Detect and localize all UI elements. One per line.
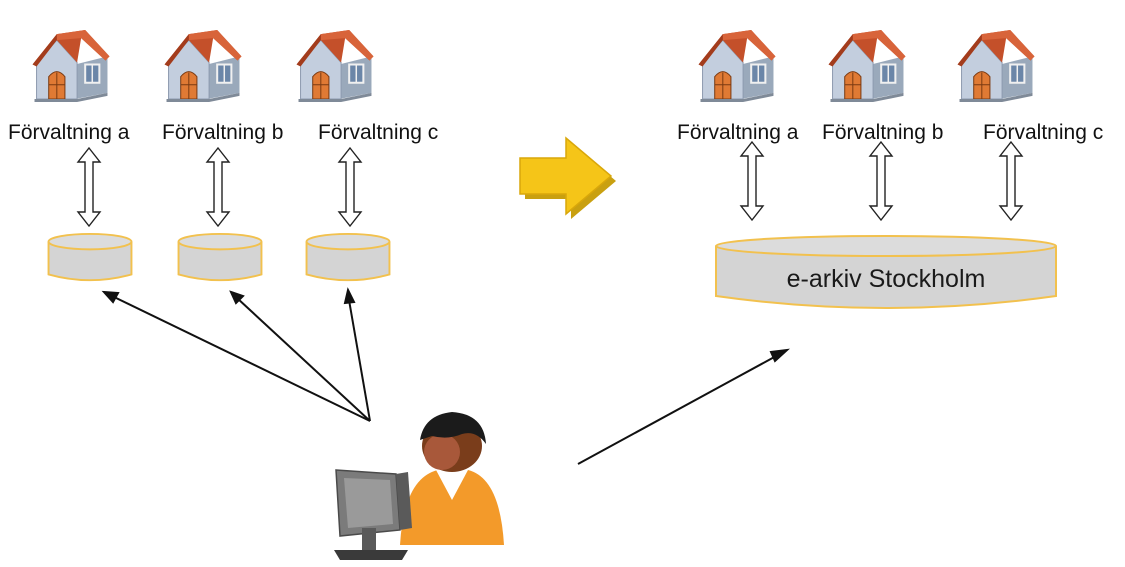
right-unit-label-a: Förvaltning a <box>677 121 799 144</box>
left-house-a <box>31 29 111 102</box>
left-double-arrow-a <box>77 147 101 227</box>
right-double-arrow-c <box>999 141 1023 221</box>
user-to-db-arrows <box>101 287 371 422</box>
archive-label: e-arkiv Stockholm <box>786 265 986 293</box>
left-double-arrow-c <box>338 147 362 227</box>
right-double-arrow-a <box>740 141 764 221</box>
left-house-c <box>295 29 375 102</box>
left-unit-label-c: Förvaltning c <box>318 121 439 144</box>
left-unit-label-b: Förvaltning b <box>162 121 284 144</box>
right-unit-label-c: Förvaltning c <box>983 121 1104 144</box>
user-to-archive-arrow <box>577 348 790 465</box>
right-house-a <box>697 29 777 102</box>
right-house-c <box>956 29 1036 102</box>
left-unit-label-a: Förvaltning a <box>8 121 130 144</box>
archive-database-icon <box>715 235 1057 309</box>
right-house-b <box>827 29 907 102</box>
right-double-arrow-b <box>869 141 893 221</box>
transition-arrow-icon <box>519 136 616 219</box>
left-database-b <box>177 232 263 282</box>
left-house-b <box>163 29 243 102</box>
user-computer-icon <box>334 412 504 560</box>
right-unit-label-b: Förvaltning b <box>822 121 944 144</box>
left-double-arrow-b <box>206 147 230 227</box>
left-database-c <box>305 232 391 282</box>
left-database-a <box>47 232 133 282</box>
